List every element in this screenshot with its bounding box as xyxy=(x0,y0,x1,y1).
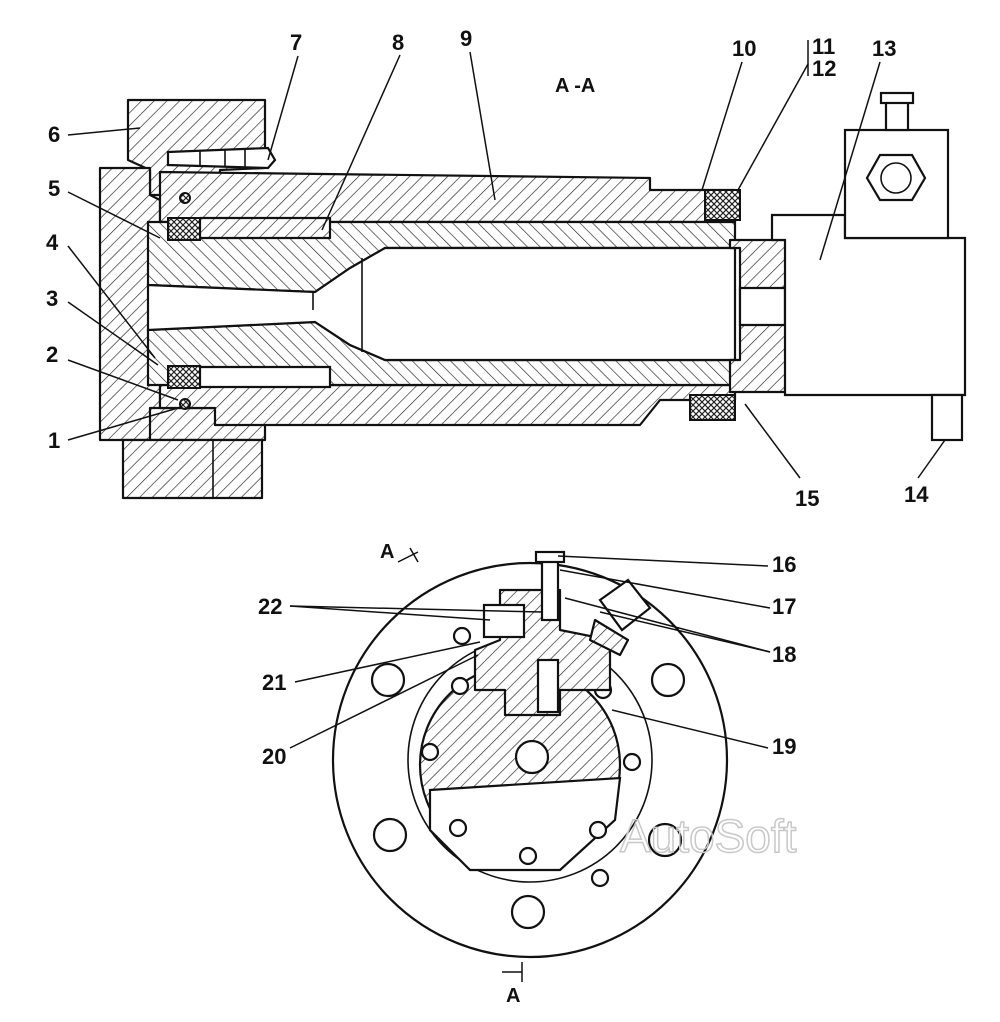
callout-12: 12 xyxy=(812,56,836,81)
callout-1: 1 xyxy=(48,428,60,453)
cutaway-face xyxy=(428,776,622,872)
valve-passage xyxy=(536,658,560,714)
callout-17: 17 xyxy=(772,594,796,619)
callout-3: 3 xyxy=(46,286,58,311)
callout-20: 20 xyxy=(262,744,286,769)
callout-16: 16 xyxy=(772,552,796,577)
guide-sleeve-lower xyxy=(198,365,332,389)
watermark: AutoSoft xyxy=(620,810,797,862)
valve-stem xyxy=(540,558,560,622)
callout-18: 18 xyxy=(772,642,796,667)
callout-15: 15 xyxy=(795,486,819,511)
base-plate xyxy=(121,438,264,500)
grease-fitting xyxy=(884,98,910,132)
side-plug xyxy=(482,603,526,639)
leader-lines-upper xyxy=(67,40,946,479)
valve-block xyxy=(770,213,967,397)
end-view xyxy=(289,547,771,982)
callout-10: 10 xyxy=(732,36,756,61)
leader-lines-lower xyxy=(289,555,771,749)
bolt xyxy=(166,146,277,170)
fitting-nut xyxy=(588,618,630,657)
callout-13: 13 xyxy=(872,36,896,61)
callout-21: 21 xyxy=(262,670,286,695)
callout-4: 4 xyxy=(46,230,59,255)
callout-7: 7 xyxy=(290,30,302,55)
callout-5: 5 xyxy=(48,176,60,201)
callout-6: 6 xyxy=(48,122,60,147)
section-mark-top xyxy=(397,547,419,563)
seal-right-lower xyxy=(689,394,736,421)
hex-nut-icon xyxy=(865,153,927,202)
callout-19: 19 xyxy=(772,734,796,759)
callout-11: 11 xyxy=(812,34,835,59)
seal-left-lower xyxy=(167,365,201,389)
drain-plug xyxy=(930,393,964,442)
section-title: A -A xyxy=(555,75,595,97)
flange-holes xyxy=(370,662,686,930)
section-mark-label-bottom: A xyxy=(506,985,520,1007)
callout-2: 2 xyxy=(46,342,58,367)
rod-end-inner xyxy=(738,286,787,327)
section-mark-label-top: A xyxy=(380,541,394,563)
seal-left-upper xyxy=(167,217,201,241)
cylinder-upper-wall xyxy=(158,170,737,224)
seal-right-upper xyxy=(704,189,741,221)
center-hole xyxy=(514,739,550,775)
callout-9: 9 xyxy=(460,26,472,51)
cylinder-lower-wall xyxy=(158,383,737,427)
guide-sleeve xyxy=(198,216,332,240)
callout-14: 14 xyxy=(904,482,929,507)
section-view-aa xyxy=(67,40,967,500)
section-mark-bottom xyxy=(502,962,523,982)
callout-8: 8 xyxy=(392,30,404,55)
callout-22: 22 xyxy=(258,594,282,619)
